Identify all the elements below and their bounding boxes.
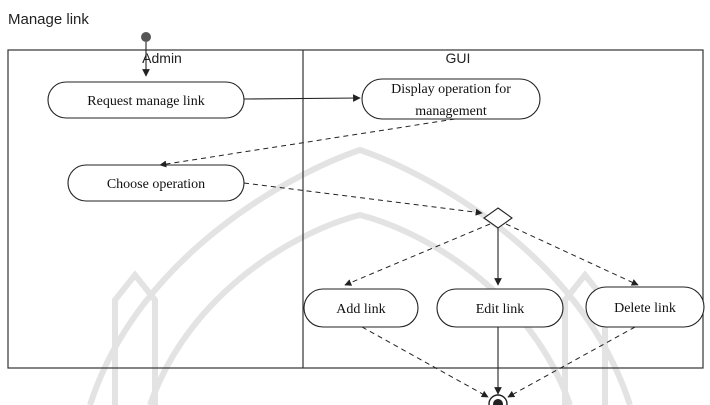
flow-delete-to-end xyxy=(507,326,636,398)
action-add-link xyxy=(303,288,419,328)
flow-decision-to-delete xyxy=(505,223,639,286)
action-request-manage-link xyxy=(47,81,245,119)
action-choose-operation-label: Choose operation xyxy=(107,177,205,192)
action-delete-link-label: Delete link xyxy=(614,301,676,316)
flow-choose-to-decision xyxy=(243,182,483,216)
flow-request-to-display xyxy=(243,94,361,102)
action-display-operation xyxy=(361,78,541,120)
action-edit-link-label: Edit link xyxy=(476,302,525,317)
initial-node xyxy=(141,32,151,42)
flow-display-to-choose xyxy=(159,118,456,168)
lane-label-gui: GUI xyxy=(446,50,471,66)
final-node xyxy=(488,394,508,405)
action-request-manage-link-label: Request manage link xyxy=(87,94,204,109)
diagram-title: Manage link xyxy=(8,11,89,28)
action-display-operation-label-line1: Display operation for xyxy=(391,82,511,97)
flow-add-to-end xyxy=(361,326,489,398)
action-display-operation-label-line2: management xyxy=(415,104,487,119)
action-add-link-label: Add link xyxy=(336,302,385,317)
swimlane-frame xyxy=(7,49,704,369)
action-edit-link xyxy=(436,288,564,328)
lane-label-admin: Admin xyxy=(142,50,182,66)
flow-decision-to-add xyxy=(344,223,491,286)
action-delete-link xyxy=(585,286,705,328)
